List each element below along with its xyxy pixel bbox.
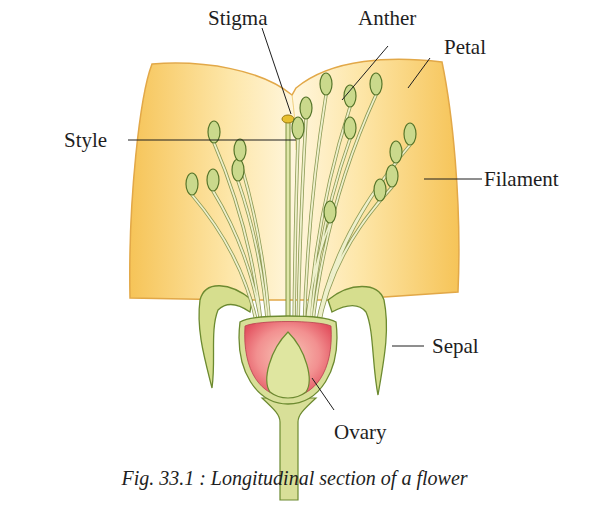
anther bbox=[234, 139, 246, 161]
part-label: Filament bbox=[484, 167, 559, 191]
part-label: Stigma bbox=[208, 6, 268, 30]
part-label: Ovary bbox=[334, 420, 386, 444]
style bbox=[287, 122, 290, 335]
anther bbox=[370, 73, 382, 95]
leader-line bbox=[312, 378, 334, 410]
anther bbox=[186, 173, 198, 195]
ovule bbox=[267, 332, 309, 398]
anther bbox=[404, 123, 416, 145]
part-label: Anther bbox=[358, 6, 416, 30]
leader-lines bbox=[128, 28, 482, 410]
leader-line bbox=[342, 46, 388, 100]
leader-line bbox=[392, 346, 424, 347]
anther bbox=[300, 97, 312, 119]
part-label: Sepal bbox=[432, 334, 479, 358]
anther bbox=[324, 201, 336, 223]
anthers bbox=[186, 73, 416, 223]
ovary-wall bbox=[239, 316, 337, 404]
anther bbox=[344, 117, 356, 139]
anther bbox=[207, 169, 219, 191]
leader-line bbox=[128, 140, 296, 141]
anther bbox=[232, 159, 244, 181]
anther bbox=[390, 141, 402, 163]
leader-line bbox=[424, 179, 482, 180]
part-label: Style bbox=[64, 128, 107, 152]
figure-caption: Fig. 33.1 : Longitudinal section of a fl… bbox=[0, 466, 589, 490]
stigma bbox=[282, 115, 294, 123]
anther bbox=[386, 165, 398, 187]
leader-line bbox=[262, 28, 291, 114]
filament bbox=[192, 95, 410, 330]
anther bbox=[292, 117, 304, 139]
anther bbox=[374, 179, 386, 201]
part-label: Petal bbox=[444, 35, 486, 59]
anther bbox=[320, 73, 332, 95]
filament-outline bbox=[192, 95, 410, 330]
leader-line bbox=[408, 58, 430, 88]
ovary-chamber bbox=[245, 322, 332, 398]
style-outline bbox=[286, 122, 291, 335]
